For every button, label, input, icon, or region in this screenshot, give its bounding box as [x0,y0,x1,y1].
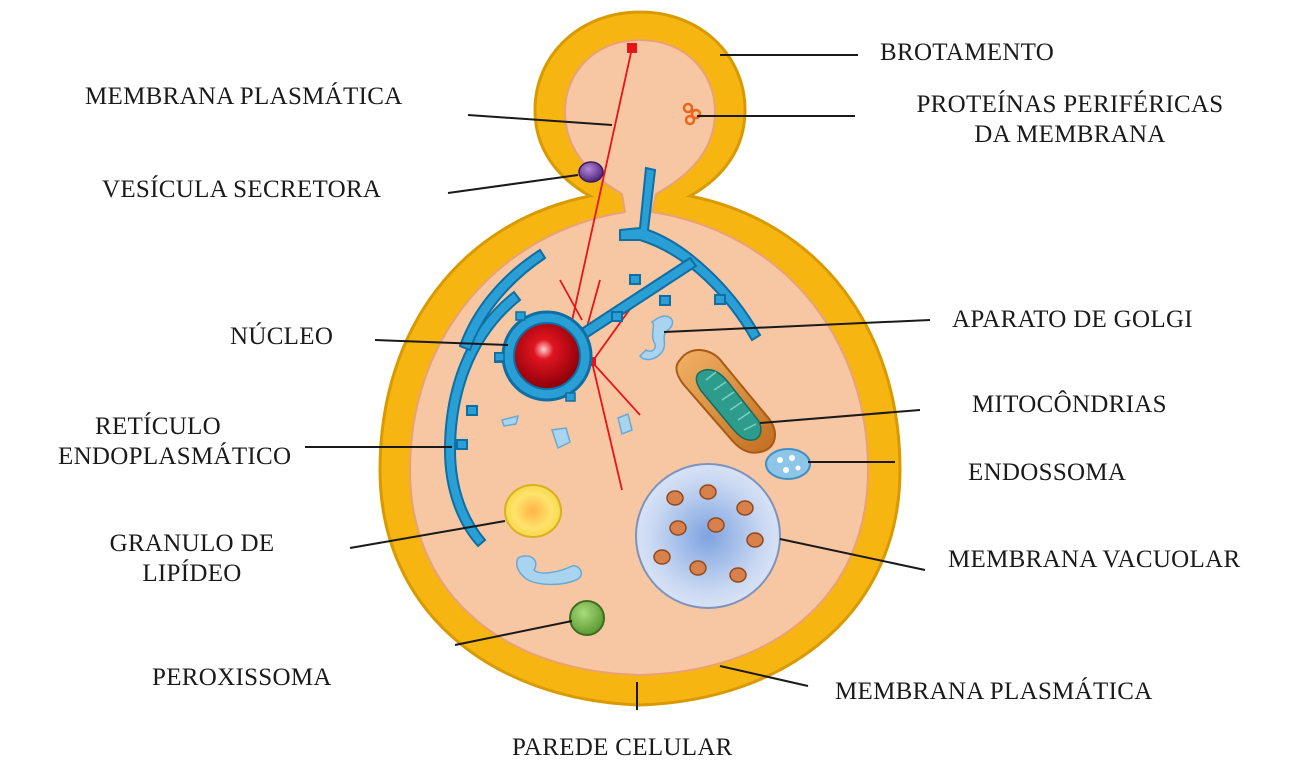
label-vesicula-secretora: VESÍCULA SECRETORA [102,175,381,205]
label-mitocondrias: MITOCÔNDRIAS [972,390,1167,420]
label-nucleo: NÚCLEO [230,322,333,352]
lipid-granule [505,485,561,537]
vacuole [636,464,780,608]
leader-vesicula [448,175,578,193]
label-membrana-plasmatica-bottom: MEMBRANA PLASMÁTICA [835,677,1153,707]
label-proteinas-perifericas: PROTEÍNAS PERIFÉRICAS DA MEMBRANA [880,90,1260,150]
label-reticulo-line2: ENDOPLASMÁTICO [58,442,258,472]
label-peroxissoma: PEROXISSOMA [152,663,332,693]
label-granulo-line1: GRANULO DE [92,529,292,559]
label-granulo-lipideo: GRANULO DE LIPÍDEO [92,529,292,589]
label-parede-celular: PAREDE CELULAR [512,733,733,763]
label-granulo-line2: LIPÍDEO [92,559,292,589]
secretory-vesicle [579,162,603,182]
cytoplasm [410,40,868,675]
label-brotamento: BROTAMENTO [880,38,1054,68]
label-endossoma: ENDOSSOMA [968,458,1126,488]
peroxisome [570,601,604,635]
spindle-pole-body-top [627,43,637,53]
label-reticulo-endoplasmatico: RETÍCULO ENDOPLASMÁTICO [58,412,258,472]
label-membrana-plasmatica-top: MEMBRANA PLASMÁTICA [85,82,403,112]
label-proteinas-line1: PROTEÍNAS PERIFÉRICAS [880,90,1260,120]
label-proteinas-line2: DA MEMBRANA [880,120,1260,150]
label-aparato-golgi: APARATO DE GOLGI [952,305,1193,335]
label-membrana-vacuolar: MEMBRANA VACUOLAR [948,545,1240,575]
label-reticulo-line1: RETÍCULO [58,412,258,442]
endosome [766,449,810,479]
